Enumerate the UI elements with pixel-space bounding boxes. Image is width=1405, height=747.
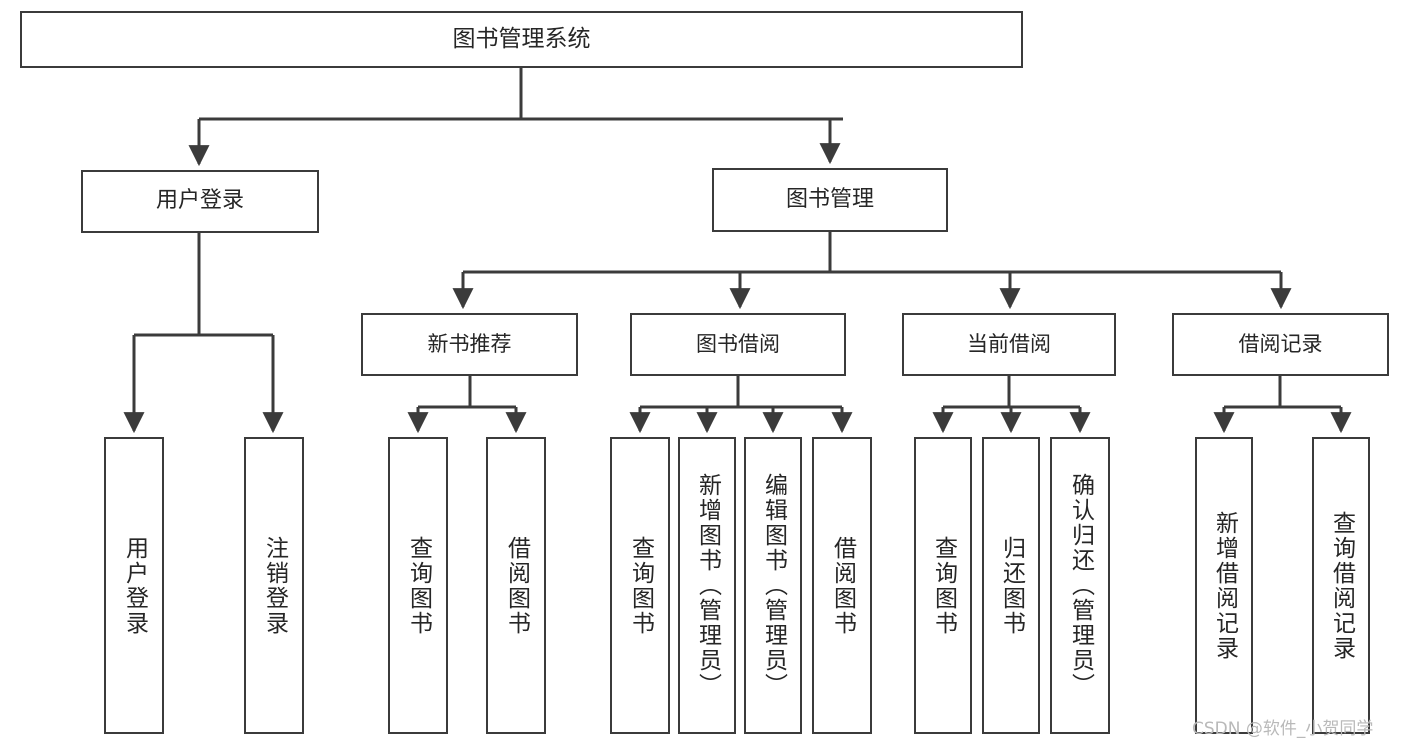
node-book-manage[interactable]: 图书管理 xyxy=(712,168,948,232)
node-book-borrow-label: 图书借阅 xyxy=(696,331,780,356)
node-leaf-query-record[interactable]: 查询借阅记录 xyxy=(1312,437,1370,734)
node-book-borrow[interactable]: 图书借阅 xyxy=(630,313,846,376)
node-leaf-query-book-2[interactable]: 查询图书 xyxy=(610,437,670,734)
node-root-label: 图书管理系统 xyxy=(452,26,591,53)
node-leaf-edit-book-label: 编辑图书（管理员） xyxy=(760,473,787,698)
node-leaf-query-book-1-label: 查询图书 xyxy=(405,535,432,636)
node-leaf-add-record[interactable]: 新增借阅记录 xyxy=(1195,437,1253,734)
node-new-book-recommend[interactable]: 新书推荐 xyxy=(361,313,578,376)
node-leaf-borrow-book-1-label: 借阅图书 xyxy=(503,535,530,636)
node-borrow-record-label: 借阅记录 xyxy=(1238,331,1323,356)
node-leaf-return-book-label: 归还图书 xyxy=(998,535,1025,636)
node-leaf-query-book-3-label: 查询图书 xyxy=(930,535,957,636)
node-leaf-confirm-return-label: 确认归还（管理员） xyxy=(1067,473,1094,698)
node-leaf-borrow-book-1[interactable]: 借阅图书 xyxy=(486,437,546,734)
node-user-login[interactable]: 用户登录 xyxy=(81,170,319,233)
node-leaf-query-book-2-label: 查询图书 xyxy=(627,535,654,636)
node-current-borrow[interactable]: 当前借阅 xyxy=(902,313,1116,376)
node-current-borrow-label: 当前借阅 xyxy=(967,331,1051,356)
node-root[interactable]: 图书管理系统 xyxy=(20,11,1023,68)
node-leaf-user-login[interactable]: 用户登录 xyxy=(104,437,164,734)
node-user-login-label: 用户登录 xyxy=(155,188,244,214)
node-book-manage-label: 图书管理 xyxy=(785,186,874,212)
node-leaf-user-login-label: 用户登录 xyxy=(121,535,148,636)
node-leaf-logout-login-label: 注销登录 xyxy=(261,535,288,636)
node-leaf-query-book-3[interactable]: 查询图书 xyxy=(914,437,972,734)
node-leaf-borrow-book-2-label: 借阅图书 xyxy=(829,535,856,636)
node-leaf-logout-login[interactable]: 注销登录 xyxy=(244,437,304,734)
node-leaf-add-book[interactable]: 新增图书（管理员） xyxy=(678,437,736,734)
node-new-book-recommend-label: 新书推荐 xyxy=(427,331,512,356)
node-leaf-add-book-label: 新增图书（管理员） xyxy=(694,473,721,698)
node-leaf-query-record-label: 查询借阅记录 xyxy=(1328,510,1355,661)
node-leaf-edit-book[interactable]: 编辑图书（管理员） xyxy=(744,437,802,734)
csdn-watermark: CSDN @软件_小贺同学 xyxy=(1192,719,1374,739)
node-leaf-confirm-return[interactable]: 确认归还（管理员） xyxy=(1050,437,1110,734)
node-leaf-add-record-label: 新增借阅记录 xyxy=(1211,510,1238,661)
node-leaf-borrow-book-2[interactable]: 借阅图书 xyxy=(812,437,872,734)
node-leaf-return-book[interactable]: 归还图书 xyxy=(982,437,1040,734)
node-leaf-query-book-1[interactable]: 查询图书 xyxy=(388,437,448,734)
node-borrow-record[interactable]: 借阅记录 xyxy=(1172,313,1389,376)
